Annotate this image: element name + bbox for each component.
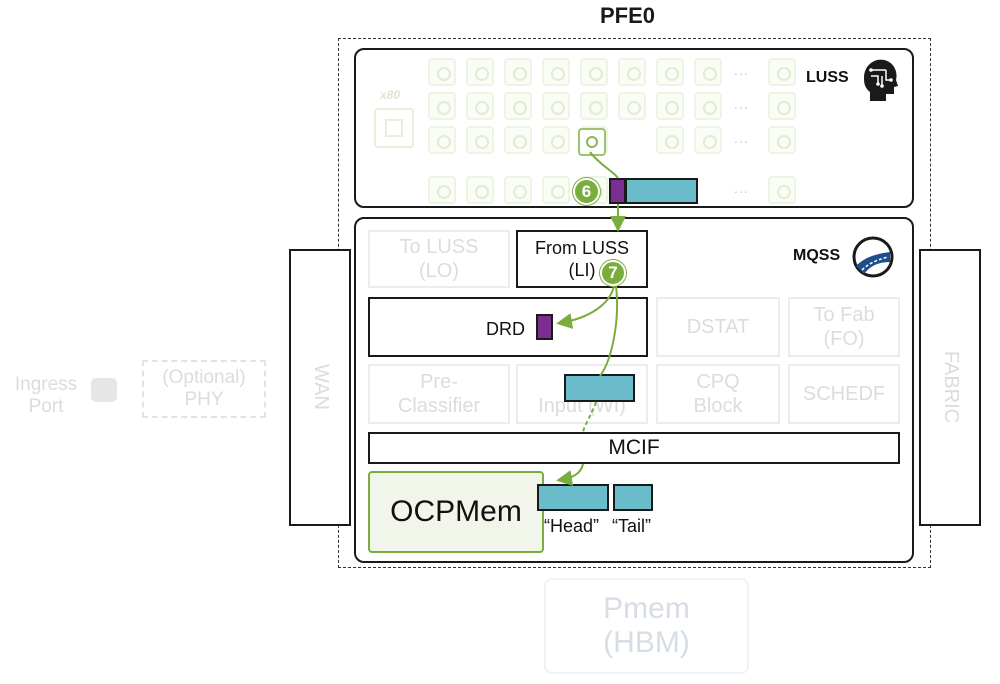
core-cell-icon (768, 176, 796, 204)
core-cell-icon (542, 126, 570, 154)
mcif-block: MCIF (368, 432, 900, 464)
core-cell-icon (768, 58, 796, 86)
core-cell-icon (504, 176, 532, 204)
core-cell-icon (466, 126, 494, 154)
core-cell-icon (694, 58, 722, 86)
core-ellipsis: ... (734, 130, 749, 146)
to-luss-block: To LUSS (LO) (368, 230, 510, 288)
luss-label: LUSS (806, 69, 849, 86)
step-6-badge: 6 (573, 178, 600, 205)
core-cell-icon (618, 58, 646, 86)
step-7-badge: 7 (600, 260, 626, 286)
core-cell-icon (580, 58, 608, 86)
core-cell-icon (580, 92, 608, 120)
core-cell-icon (656, 58, 684, 86)
road-globe-icon (852, 236, 894, 278)
ocpmem-block: OCPMem (368, 471, 544, 553)
core-cell-icon (428, 176, 456, 204)
ingress-port-icon (91, 378, 117, 402)
core-cell-icon (428, 58, 456, 86)
pre-classifier-block: Pre- Classifier (368, 364, 510, 424)
core-ellipsis: ... (734, 62, 749, 78)
from-luss-block: From LUSS (LI) (516, 230, 648, 288)
tail-buffer-chunk (613, 484, 653, 511)
flow-arrow-to-ocpmem (556, 463, 584, 486)
wi-packet-chunk (564, 374, 635, 402)
packet-head-chunk (625, 178, 698, 204)
core-cell-icon (656, 92, 684, 120)
dstat-block: DSTAT (656, 297, 780, 357)
core-cell-icon (768, 126, 796, 154)
core-cell-icon (542, 92, 570, 120)
wan-block: WAN (289, 249, 351, 526)
pfe-title: PFE0 (600, 3, 656, 28)
brain-head-icon (856, 56, 900, 102)
core-ellipsis: ... (734, 180, 749, 196)
phy-block: (Optional) PHY (142, 360, 266, 418)
core-cell-icon (542, 176, 570, 204)
core-cell-icon (428, 126, 456, 154)
flow-arrow-to-wi (599, 285, 619, 377)
flow-arrow-through-mcif (582, 401, 597, 433)
core-cell-icon (504, 126, 532, 154)
core-cell-icon (768, 92, 796, 120)
processor-chip-icon (374, 108, 414, 148)
to-fab-block: To Fab (FO) (788, 297, 900, 357)
tail-label: “Tail” (612, 516, 651, 536)
core-cell-icon (504, 58, 532, 86)
cpq-block: CPQ Block (656, 364, 780, 424)
core-cell-icon (504, 92, 532, 120)
flow-arrow-luss-out (589, 151, 619, 179)
fabric-block: FABRIC (919, 249, 981, 526)
core-cell-icon (466, 58, 494, 86)
mqss-label: MQSS (793, 247, 841, 264)
drd-descriptor-chunk (536, 314, 553, 340)
core-cell-icon (466, 176, 494, 204)
core-count-label: x80 (380, 88, 401, 102)
pmem-block: Pmem (HBM) (544, 578, 749, 674)
core-cell-icon (428, 92, 456, 120)
core-cell-icon (618, 92, 646, 120)
schedf-block: SCHEDF (788, 364, 900, 424)
core-cell-icon (542, 58, 570, 86)
ingress-port-label: Ingress Port (14, 374, 78, 417)
flow-arrow-to-drd (556, 285, 615, 329)
drd-label: DRD (486, 319, 525, 339)
core-cell-icon (694, 126, 722, 154)
core-cell-icon (466, 92, 494, 120)
core-cell-icon (694, 92, 722, 120)
core-cell-icon (656, 126, 684, 154)
head-label: “Head” (544, 516, 600, 536)
core-ellipsis: ... (734, 96, 749, 112)
